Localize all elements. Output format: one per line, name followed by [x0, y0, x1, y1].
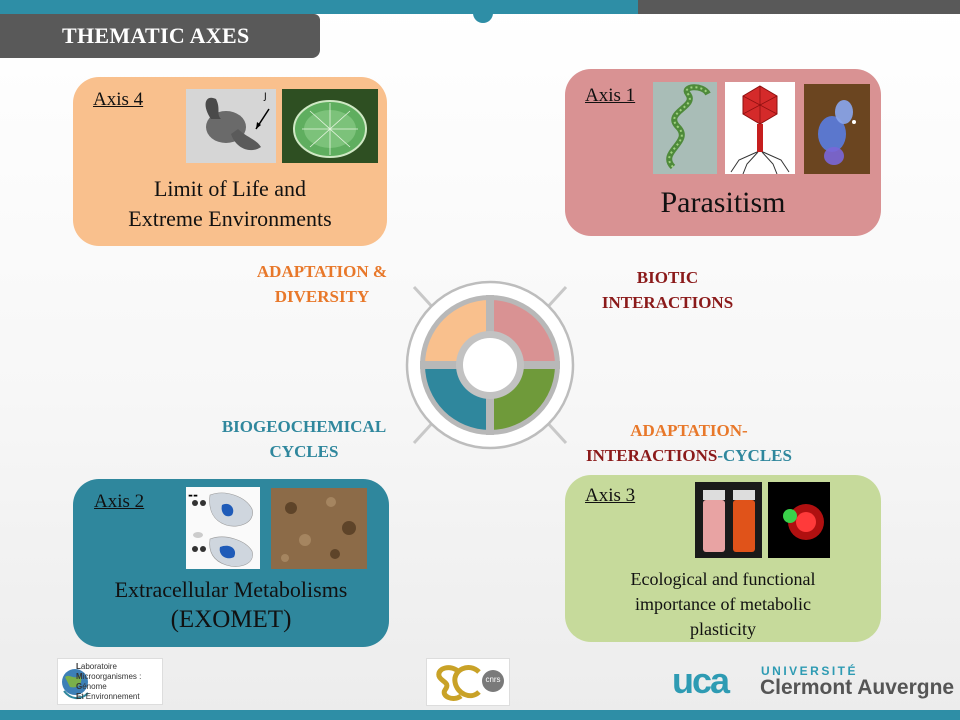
axis4-card: Axis 4 J Limit of Life and Extreme Envir… [73, 77, 387, 246]
category-biogeochemical-cycles: BIOGEOCHEMICAL CYCLES [206, 414, 402, 464]
category-adaptation-diversity: ADAPTATION & DIVERSITY [236, 259, 408, 309]
top-strip-gray [638, 0, 960, 14]
axis1-phage-image [725, 82, 795, 174]
axis3-label: Axis 3 [585, 485, 636, 506]
axis1-title: Parasitism [660, 186, 786, 219]
top-strip-teal [0, 0, 638, 14]
axis3-title-line2: importance of metabolic [635, 594, 811, 614]
bottom-strip [0, 710, 960, 720]
page-title: THEMATIC AXES [0, 14, 320, 58]
axis2-label: Axis 2 [94, 491, 145, 512]
axis4-title-line1: Limit of Life and [153, 176, 307, 201]
lmge-letter-l: L [76, 662, 81, 671]
lmge-globe-icon [62, 669, 89, 699]
category-biotic-interactions-line1: BIOTIC [636, 268, 699, 287]
axis4-micrograph-image: J [186, 89, 276, 163]
axis4-title: Limit of Life and Extreme Environments [73, 174, 387, 234]
axis1-label: Axis 1 [585, 85, 636, 106]
svg-text:J: J [263, 92, 267, 102]
category-biotic-interactions: BIOTIC INTERACTIONS [585, 265, 750, 315]
wheel-hub [463, 338, 517, 392]
axis1-spirulina-image [653, 82, 717, 174]
category-combined-part2: INTERACTIONS [586, 446, 718, 465]
axis2-card: Axis 2 -- Extracellular Metabolisms (EXO… [73, 479, 389, 647]
category-combined: ADAPTATION- INTERACTIONS-CYCLES [564, 418, 814, 468]
lmge-text: Laboratoire Microorganismes : Génome Et … [76, 662, 141, 702]
axis2-soil-image [271, 488, 367, 569]
category-combined-line2: INTERACTIONS-CYCLES [564, 443, 814, 468]
ampersand-c-logo-icon [436, 665, 481, 701]
axis2-title-line2: (EXOMET) [170, 606, 292, 633]
lmge-letter-e: E [76, 692, 82, 701]
lmge-logo: Laboratoire Microorganismes : Génome Et … [57, 658, 163, 705]
axis1-parasite-image [804, 84, 870, 174]
top-strip-dot [473, 3, 493, 23]
lmge-word-1: aboratoire [80, 662, 117, 671]
uca-mark: uca [672, 660, 730, 701]
axis4-title-line2: Extreme Environments [128, 206, 332, 231]
thematic-wheel [405, 280, 575, 450]
category-biogeochemical-cycles-line1: BIOGEOCHEMICAL [221, 417, 387, 436]
category-biotic-interactions-line2: INTERACTIONS [601, 293, 734, 312]
category-combined-part3: -CYCLES [717, 446, 792, 465]
cnrs-logo: cnrs [426, 658, 510, 706]
axis3-card: Axis 3 Ecological and functional importa… [565, 475, 881, 642]
axis3-title-line3: plasticity [690, 619, 756, 639]
university-name: Clermont Auvergne [760, 676, 955, 699]
axis3-fluorescence-image [768, 482, 830, 558]
category-combined-part1: ADAPTATION- [630, 421, 748, 440]
axis3-title: Ecological and functional importance of … [565, 567, 881, 642]
category-adaptation-diversity-line2: DIVERSITY [274, 287, 370, 306]
category-adaptation-diversity-line1: ADAPTATION & [256, 262, 388, 281]
cnrs-icon [482, 670, 504, 692]
axis2-protein-image: -- [186, 487, 260, 569]
university-label: UNIVERSITÉ [761, 664, 859, 678]
lmge-letter-m: M [76, 672, 83, 681]
axis3-title-line1: Ecological and functional [630, 569, 816, 589]
cnrs-text: cnrs [485, 675, 501, 684]
lmge-word-4: t Environnement [81, 692, 140, 701]
axis4-diatom-image [282, 89, 378, 163]
axis2-title-line1: Extracellular Metabolisms [114, 577, 348, 602]
lmge-letter-g: G [76, 682, 83, 691]
lmge-word-2: icroorganismes : [82, 672, 142, 681]
axis1-card: Axis 1 Parasitism [565, 69, 881, 236]
lmge-word-3: énome [82, 682, 107, 691]
category-biogeochemical-cycles-line2: CYCLES [269, 442, 339, 461]
axis3-vials-image [695, 482, 762, 558]
axis2-title: Extracellular Metabolisms (EXOMET) [73, 576, 389, 636]
axis4-label: Axis 4 [93, 89, 144, 110]
svg-text:--: -- [188, 488, 198, 502]
